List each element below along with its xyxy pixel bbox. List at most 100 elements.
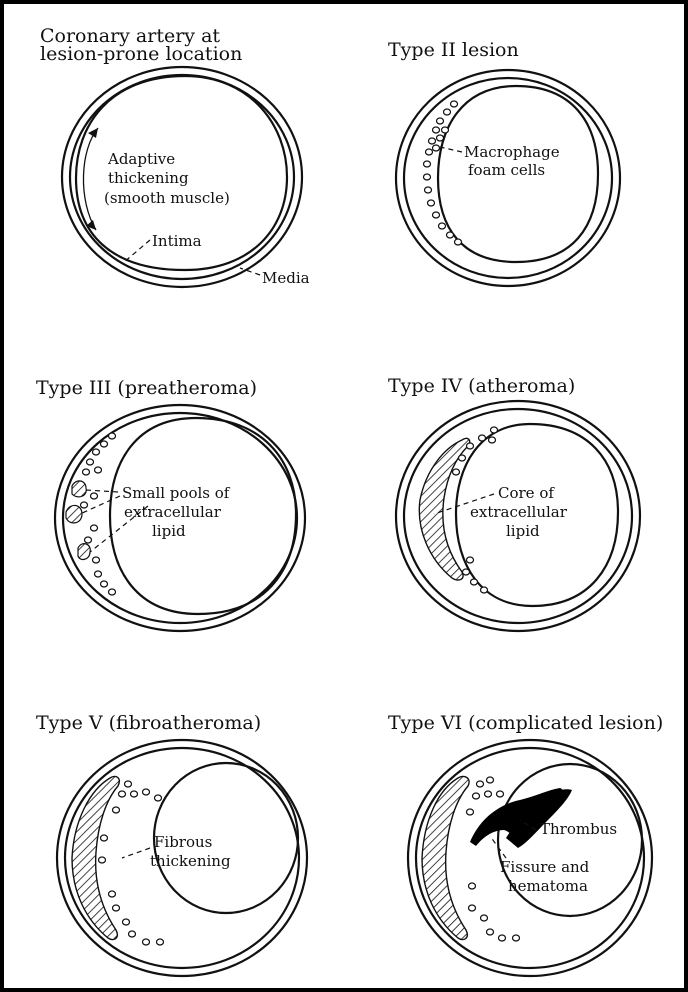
foam-cell bbox=[83, 469, 90, 475]
foam-cell bbox=[481, 915, 488, 921]
panel-3-title: Type III (preatheroma) bbox=[36, 377, 257, 399]
foam-cell bbox=[467, 443, 474, 449]
label-lipid: lipid bbox=[506, 522, 540, 540]
foam-cell bbox=[129, 931, 136, 937]
adaptive-thickening-arrow bbox=[83, 128, 98, 230]
foam-cell bbox=[469, 883, 476, 889]
foam-cell bbox=[444, 109, 451, 115]
label-extracellular: extracellular bbox=[124, 503, 222, 521]
foam-cell bbox=[499, 935, 506, 941]
foam-cell bbox=[93, 557, 100, 563]
label-thickening: thickening bbox=[150, 852, 231, 870]
foam-cell bbox=[491, 427, 498, 433]
panel-type-iii-preatheroma: Type III (preatheroma) bbox=[36, 377, 305, 631]
foam-cell bbox=[489, 437, 496, 443]
foam-cell bbox=[497, 791, 504, 797]
fibrous-leader-line bbox=[122, 848, 150, 858]
label-lipid: lipid bbox=[152, 522, 186, 540]
label-intima: Intima bbox=[152, 232, 202, 250]
foam-cell bbox=[479, 435, 486, 441]
foam-cell bbox=[143, 789, 150, 795]
label-small-pools: Small pools of bbox=[122, 484, 231, 502]
panel-type-ii-lesion: Type II lesion Macrophage foam cells bbox=[388, 39, 620, 286]
label-hematoma: hematoma bbox=[508, 877, 588, 895]
label-macrophage: Macrophage bbox=[464, 143, 560, 161]
foam-cells-leader-line bbox=[440, 147, 462, 152]
foam-cells bbox=[424, 101, 462, 245]
label-thickening: thickening bbox=[108, 169, 189, 187]
foam-cell bbox=[101, 441, 108, 447]
lipid-pool bbox=[66, 505, 82, 523]
lipid-pool bbox=[78, 544, 90, 560]
foam-cell bbox=[467, 557, 474, 563]
foam-cell bbox=[439, 223, 446, 229]
foam-cell bbox=[487, 929, 494, 935]
foam-cell bbox=[433, 212, 440, 218]
foam-cell bbox=[426, 149, 433, 155]
foam-cell bbox=[442, 127, 449, 133]
panel-type-v-fibroatheroma: Type V (fibroatheroma) Fibrous thickenin… bbox=[36, 712, 307, 976]
foam-cell bbox=[433, 145, 440, 151]
panel-normal-artery: Coronary artery at lesion-prone location… bbox=[40, 25, 310, 287]
label-adaptive: Adaptive bbox=[107, 150, 175, 168]
foam-cell bbox=[433, 127, 440, 133]
lipid-pools bbox=[66, 481, 90, 560]
label-fissure-and: Fissure and bbox=[500, 858, 590, 876]
foam-cell bbox=[95, 467, 102, 473]
foam-cell bbox=[123, 919, 130, 925]
label-foam-cells: foam cells bbox=[468, 161, 545, 179]
panel-4-title: Type IV (atheroma) bbox=[388, 375, 575, 397]
foam-cell bbox=[131, 791, 138, 797]
foam-cell bbox=[424, 161, 431, 167]
label-extracellular: extracellular bbox=[470, 503, 568, 521]
foam-cell bbox=[85, 537, 92, 543]
foam-cell bbox=[477, 781, 484, 787]
label-fibrous: Fibrous bbox=[154, 833, 212, 851]
foam-cell bbox=[109, 433, 116, 439]
foam-cell bbox=[155, 795, 162, 801]
label-media: Media bbox=[262, 269, 310, 287]
foam-cell bbox=[469, 905, 476, 911]
foam-cell bbox=[467, 809, 474, 815]
panel-1-title-line2: lesion-prone location bbox=[40, 43, 242, 65]
intima-leader-line bbox=[123, 240, 150, 263]
foam-cell bbox=[473, 793, 480, 799]
foam-cell bbox=[95, 571, 102, 577]
foam-cell bbox=[99, 857, 106, 863]
foam-cell bbox=[437, 135, 444, 141]
foam-cell bbox=[455, 239, 462, 245]
foam-cell bbox=[143, 939, 150, 945]
foam-cell bbox=[471, 579, 478, 585]
foam-cell bbox=[453, 469, 460, 475]
foam-cell bbox=[157, 939, 164, 945]
foam-cell bbox=[87, 459, 94, 465]
lipid-leader-line bbox=[86, 490, 118, 492]
panel-type-iv-atheroma: Type IV (atheroma) Core of extracellular… bbox=[388, 375, 640, 631]
foam-cell bbox=[459, 455, 466, 461]
foam-cell bbox=[425, 187, 432, 193]
panel-type-vi-complicated-lesion: Type VI (complicated lesion) Thrombus Fi… bbox=[388, 712, 663, 976]
panel-5-title: Type V (fibroatheroma) bbox=[36, 712, 261, 734]
foam-cell bbox=[437, 118, 444, 124]
foam-cell bbox=[101, 835, 108, 841]
foam-cell bbox=[463, 569, 470, 575]
lipid-pool bbox=[72, 481, 86, 497]
foam-cell bbox=[109, 891, 116, 897]
foam-cell bbox=[428, 200, 435, 206]
foam-cell bbox=[91, 493, 98, 499]
label-thrombus: Thrombus bbox=[540, 820, 617, 838]
foam-cell bbox=[481, 587, 488, 593]
panel-6-title: Type VI (complicated lesion) bbox=[388, 712, 663, 734]
foam-cell bbox=[93, 449, 100, 455]
foam-cell bbox=[429, 138, 436, 144]
lipid-core bbox=[72, 776, 119, 939]
lipid-core bbox=[422, 776, 469, 939]
foam-cell bbox=[451, 101, 458, 107]
foam-cell bbox=[113, 905, 120, 911]
foam-cell bbox=[487, 777, 494, 783]
foam-cell bbox=[485, 791, 492, 797]
label-smooth-muscle: (smooth muscle) bbox=[104, 189, 230, 207]
foam-cell bbox=[125, 781, 132, 787]
